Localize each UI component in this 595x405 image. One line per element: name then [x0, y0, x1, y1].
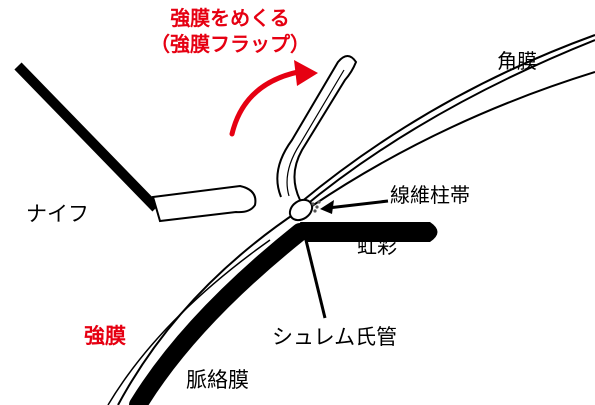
flap-annotation: 強膜をめくる （強膜フラップ）	[120, 5, 340, 57]
trabecular-pointer-head	[320, 200, 334, 214]
scleral-flap-inner	[286, 69, 345, 197]
trabecular-dot	[311, 202, 315, 206]
schlemm-pointer	[297, 222, 327, 319]
flap-annotation-line1: 強膜をめくる	[170, 6, 290, 30]
label-knife: ナイフ	[26, 202, 89, 226]
knife-blade	[151, 184, 257, 223]
label-schlemm-canal: シュレム氏管	[272, 325, 398, 349]
iris-shape	[300, 222, 438, 242]
trabecular-dot	[315, 205, 319, 209]
curved-arrow-icon	[229, 60, 318, 137]
trabecular-pointer-line	[327, 199, 389, 210]
schlemm-canal-shape	[288, 198, 314, 222]
corneal-outer-outline	[299, 34, 595, 204]
choroid-layer	[129, 223, 309, 405]
trabecular-dot	[317, 200, 321, 204]
schlemm-pointer-line	[302, 231, 327, 319]
corneal-inner-outline	[311, 71, 595, 207]
label-choroid: 脈絡膜	[186, 368, 249, 392]
curved-arrow-head	[294, 60, 318, 86]
trabecular-dot	[313, 209, 317, 213]
knife-handle	[14, 62, 160, 212]
flap-annotation-line2: （強膜フラップ）	[150, 32, 310, 56]
label-iris: 虹彩	[357, 234, 397, 258]
label-sclera: 強膜	[84, 324, 126, 348]
trabecular-pointer	[320, 199, 389, 214]
schlemm-pointer-head	[297, 222, 309, 237]
sclera-outer-line	[107, 239, 271, 405]
label-cornea: 角膜	[497, 49, 537, 73]
curved-arrow-shaft	[229, 69, 301, 137]
knife-icon	[14, 62, 257, 223]
label-trabecular-meshwork: 線維柱帯	[390, 183, 470, 207]
scleral-flap	[276, 55, 358, 201]
